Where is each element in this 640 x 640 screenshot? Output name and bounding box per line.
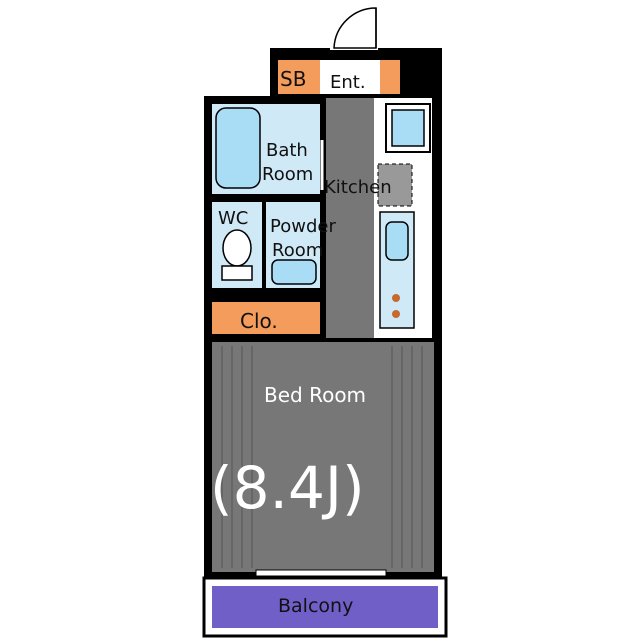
entrance-door [330, 7, 378, 50]
flooring-lines [221, 346, 423, 568]
bath-room-label: Bath Room [262, 140, 314, 185]
wash-basin [271, 259, 317, 285]
toilet-tank [221, 265, 253, 281]
washer-space [377, 163, 413, 207]
balcony-floor [212, 586, 438, 628]
entrance-step [380, 60, 400, 94]
bed-room-floor [212, 342, 434, 572]
shoe-box [278, 60, 320, 94]
balcony-window [255, 569, 387, 577]
wc-label: WC [218, 208, 248, 229]
shoe-box-label: SB [280, 67, 306, 91]
entrance-label: Ent. [330, 72, 366, 93]
bed-room-size: (8.4J) [210, 454, 365, 522]
balcony-label: Balcony [278, 595, 353, 617]
closet-label: Clo. [240, 309, 278, 333]
toilet-bowl [222, 229, 252, 267]
powder-room-label: Powder Room [270, 216, 342, 261]
stove-burner [392, 310, 400, 318]
bed-room-label: Bed Room [264, 383, 366, 407]
bathtub [215, 107, 261, 189]
corridor-floor [326, 98, 374, 338]
stove-burner [392, 294, 400, 302]
refrigerator-inner [391, 109, 425, 147]
kitchen-label: Kitchen [324, 177, 392, 198]
closet [212, 302, 320, 334]
kitchen-sink [385, 221, 409, 261]
